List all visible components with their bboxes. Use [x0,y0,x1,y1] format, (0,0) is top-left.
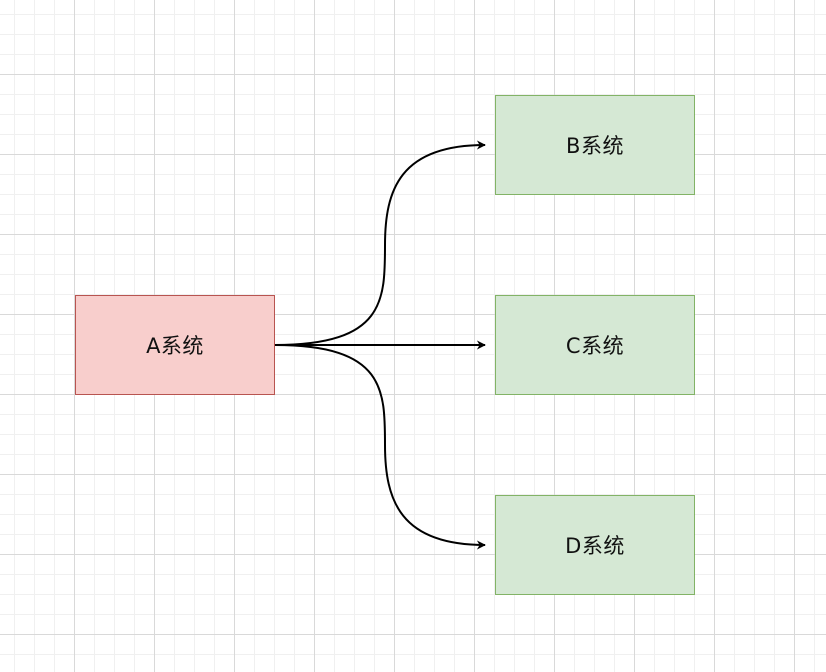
node-d-label: D系统 [565,534,625,558]
edge-a-to-d[interactable] [274,344,486,550]
node-b-label: B系统 [566,134,624,158]
node-b-system[interactable]: B系统 [495,95,695,195]
node-c-label: C系统 [565,334,625,358]
node-d-system[interactable]: D系统 [495,495,695,595]
edge-a-to-b[interactable] [274,140,486,346]
node-c-system[interactable]: C系统 [495,295,695,395]
node-a-system[interactable]: A系统 [75,295,275,395]
node-a-label: A系统 [146,334,204,358]
